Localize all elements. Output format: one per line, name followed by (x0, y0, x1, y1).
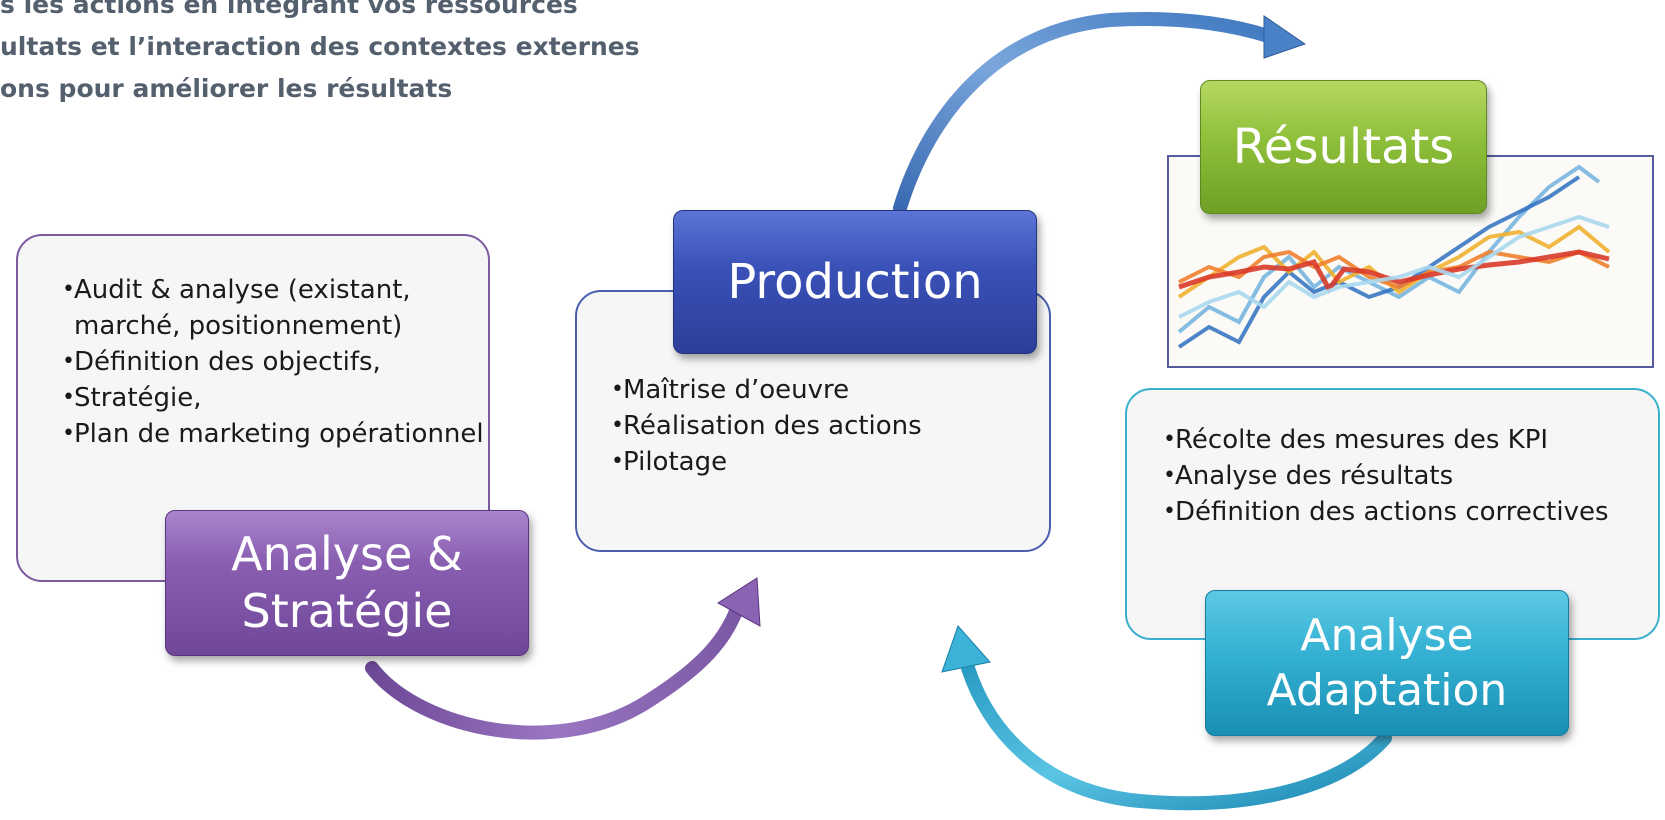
stage-title: Analyse Adaptation (1266, 610, 1508, 716)
stage-title: Production (727, 254, 983, 310)
list-item: Pilotage (611, 444, 1049, 480)
list-item: Définition des actions correctives (1163, 494, 1658, 530)
stage-title: Résultats (1232, 119, 1455, 175)
adaptation-items-list: Récolte des mesures des KPI Analyse des … (1163, 422, 1658, 530)
list-item: Maîtrise d’oeuvre (611, 372, 1049, 408)
list-item: Audit & analyse (existant, marché, posit… (62, 272, 488, 344)
stage-label-resultats: Résultats (1200, 80, 1487, 214)
header-line-2: ultats et l’interaction des contextes ex… (0, 32, 640, 61)
list-item: Stratégie, (62, 380, 488, 416)
stage-label-analyse-strategie: Analyse & Stratégie (165, 510, 529, 656)
analyse-items-list: Audit & analyse (existant, marché, posit… (62, 272, 488, 452)
list-item: Réalisation des actions (611, 408, 1049, 444)
list-item: Plan de marketing opérationnel (62, 416, 488, 452)
header-line-1: s les actions en intégrant vos ressource… (0, 0, 578, 19)
list-item: Analyse des résultats (1163, 458, 1658, 494)
line-chart-icon (1177, 164, 1611, 349)
header-text: s les actions en intégrant vos ressource… (0, 0, 720, 110)
stage-title: Analyse & Stratégie (231, 526, 463, 639)
stage-label-production: Production (673, 210, 1037, 354)
list-item: Définition des objectifs, (62, 344, 488, 380)
production-items-list: Maîtrise d’oeuvre Réalisation des action… (611, 372, 1049, 480)
header-line-3: ons pour améliorer les résultats (0, 74, 453, 103)
stage-label-analyse-adaptation: Analyse Adaptation (1205, 590, 1569, 736)
list-item: Récolte des mesures des KPI (1163, 422, 1658, 458)
